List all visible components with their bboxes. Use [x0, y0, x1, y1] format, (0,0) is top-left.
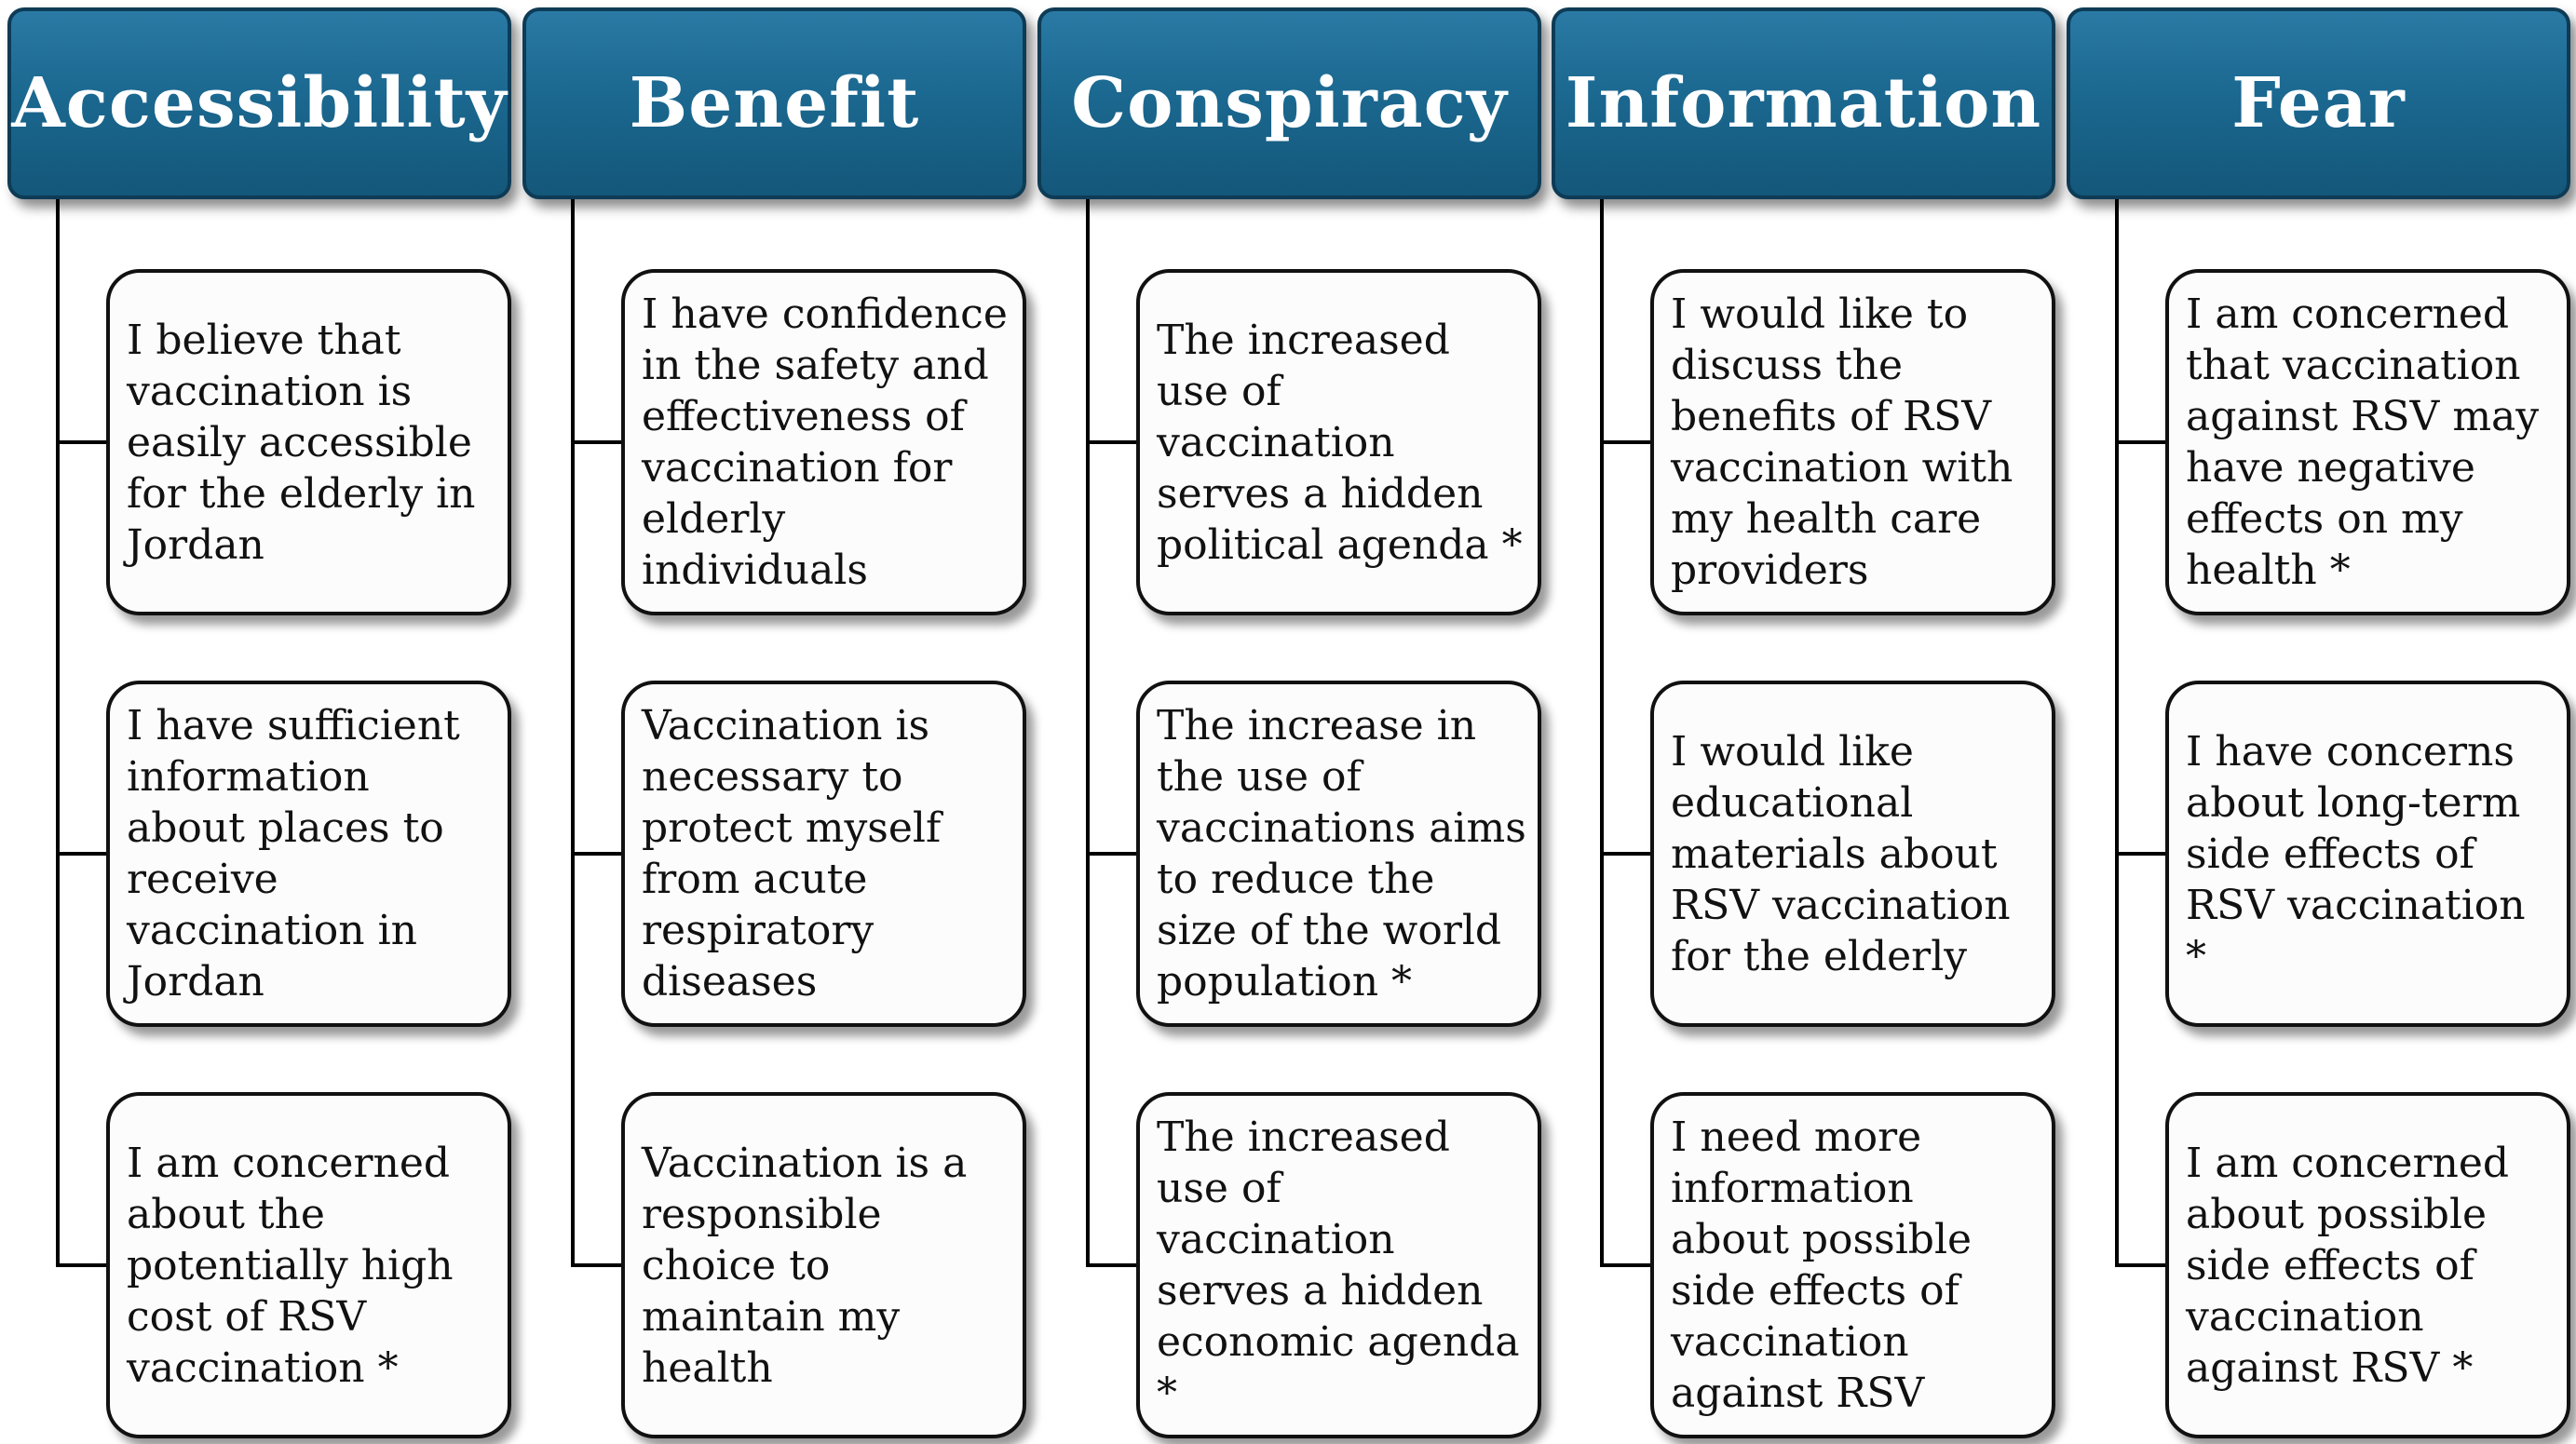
header-conspiracy: Conspiracy	[1037, 7, 1541, 199]
connector-branch	[56, 440, 110, 444]
column-conspiracy: Conspiracy The increased use of vaccinat…	[1037, 0, 1545, 1444]
item-box: The increased use of vaccination serves …	[1136, 269, 1541, 615]
item-text: I am concerned about possible side effec…	[2186, 1139, 2510, 1392]
connector-branch	[56, 852, 110, 856]
item-box: I believe that vaccination is easily acc…	[106, 269, 511, 615]
connector-branch	[571, 852, 625, 856]
item-box: The increase in the use of vaccinations …	[1136, 681, 1541, 1027]
header-fear: Fear	[2067, 7, 2570, 199]
item-box: I have confidence in the safety and effe…	[621, 269, 1026, 615]
connector-branch	[2115, 1263, 2169, 1267]
item-text: I need more information about possible s…	[1671, 1113, 1973, 1417]
connector-spine	[56, 199, 60, 1265]
header-title: Benefit	[629, 63, 920, 143]
connector-branch	[1600, 852, 1654, 856]
item-box: Vaccination is necessary to protect myse…	[621, 681, 1026, 1027]
connector-branch	[1600, 440, 1654, 444]
item-text: I believe that vaccination is easily acc…	[127, 316, 476, 569]
item-text: I have concerns about long-term side eff…	[2186, 727, 2526, 980]
item-box: I am concerned about possible side effec…	[2165, 1092, 2570, 1438]
connector-branch	[2115, 852, 2169, 856]
connector-branch	[571, 1263, 625, 1267]
item-box: I would like to discuss the benefits of …	[1650, 269, 2055, 615]
connector-branch	[1086, 440, 1140, 444]
header-information: Information	[1552, 7, 2055, 199]
header-benefit: Benefit	[522, 7, 1026, 199]
item-box: I need more information about possible s…	[1650, 1092, 2055, 1438]
header-accessibility: Accessibility	[7, 7, 511, 199]
item-box: I am concerned about the potentially hig…	[106, 1092, 511, 1438]
connector-spine	[1600, 199, 1604, 1265]
item-box: I would like educational materials about…	[1650, 681, 2055, 1027]
item-text: I am concerned that vaccination against …	[2186, 290, 2540, 594]
item-text: I would like educational materials about…	[1671, 727, 2011, 980]
connector-branch	[2115, 440, 2169, 444]
item-text: I have confidence in the safety and effe…	[642, 290, 1008, 594]
item-box: I am concerned that vaccination against …	[2165, 269, 2570, 615]
connector-branch	[56, 1263, 110, 1267]
column-fear: Fear I am concerned that vaccination aga…	[2067, 0, 2574, 1444]
connector-spine	[571, 199, 575, 1265]
item-text: The increased use of vaccination serves …	[1157, 1113, 1520, 1417]
item-box: I have concerns about long-term side eff…	[2165, 681, 2570, 1027]
header-title: Conspiracy	[1071, 63, 1508, 143]
connector-branch	[1600, 1263, 1654, 1267]
column-benefit: Benefit I have confidence in the safety …	[522, 0, 1030, 1444]
item-box: The increased use of vaccination serves …	[1136, 1092, 1541, 1438]
item-box: Vaccination is a responsible choice to m…	[621, 1092, 1026, 1438]
connector-spine	[1086, 199, 1090, 1265]
connector-branch	[1086, 1263, 1140, 1267]
header-title: Information	[1565, 63, 2042, 143]
connector-spine	[2115, 199, 2119, 1265]
header-title: Fear	[2231, 63, 2406, 143]
item-text: The increase in the use of vaccinations …	[1157, 702, 1526, 1005]
item-text: The increased use of vaccination serves …	[1157, 316, 1523, 569]
connector-branch	[1086, 852, 1140, 856]
item-box: I have sufficient information about plac…	[106, 681, 511, 1027]
item-text: Vaccination is a responsible choice to m…	[642, 1139, 968, 1392]
item-text: I would like to discuss the benefits of …	[1671, 290, 2013, 594]
column-information: Information I would like to discuss the …	[1552, 0, 2059, 1444]
connector-branch	[571, 440, 625, 444]
header-title: Accessibility	[11, 63, 508, 143]
item-text: I am concerned about the potentially hig…	[127, 1139, 454, 1392]
item-text: Vaccination is necessary to protect myse…	[642, 702, 942, 1005]
column-accessibility: Accessibility I believe that vaccination…	[7, 0, 515, 1444]
item-text: I have sufficient information about plac…	[127, 702, 460, 1005]
